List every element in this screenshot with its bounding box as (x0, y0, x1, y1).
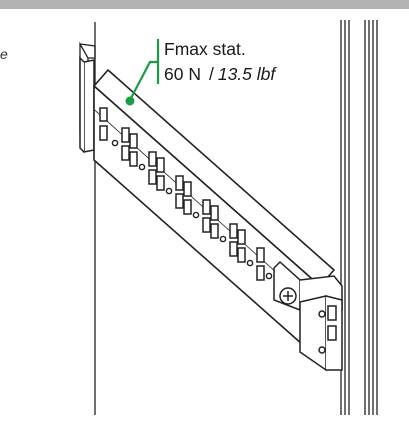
top-bar (0, 0, 409, 9)
screw-icon (279, 287, 297, 305)
cropped-edge-text: e (0, 46, 8, 62)
force-value-metric: 60 N (164, 64, 201, 84)
force-value-separator: / (208, 64, 214, 84)
rail-slots (99, 107, 265, 281)
rail-holes (111, 139, 273, 280)
force-value-imperial: 13.5 lbf (217, 64, 276, 84)
callout-dot (125, 96, 135, 106)
force-value: 60 N /13.5 lbf (164, 64, 276, 84)
right-rack-post (340, 20, 378, 415)
callout-leader (129, 39, 160, 101)
force-label: Fmax stat. (164, 39, 246, 59)
